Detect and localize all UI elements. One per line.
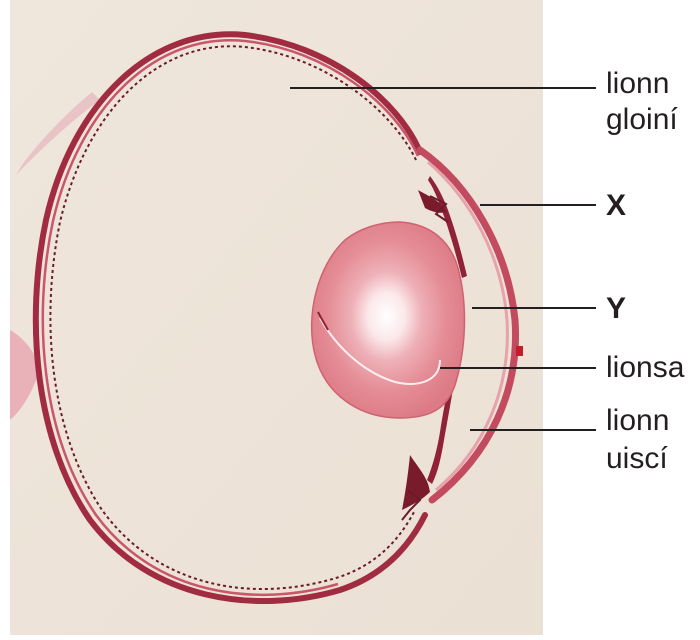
label-aqueous-line2: uiscí <box>606 442 668 476</box>
label-y: Y <box>606 292 626 326</box>
label-x: X <box>606 189 626 223</box>
label-vitreous-line2: gloiní <box>606 103 678 137</box>
cornea-mark <box>516 346 523 356</box>
label-aqueous-line1: lionn <box>606 404 669 438</box>
label-lens: lionsa <box>606 351 684 385</box>
lens-shape <box>312 222 465 418</box>
label-vitreous-line1: lionn <box>606 67 669 101</box>
